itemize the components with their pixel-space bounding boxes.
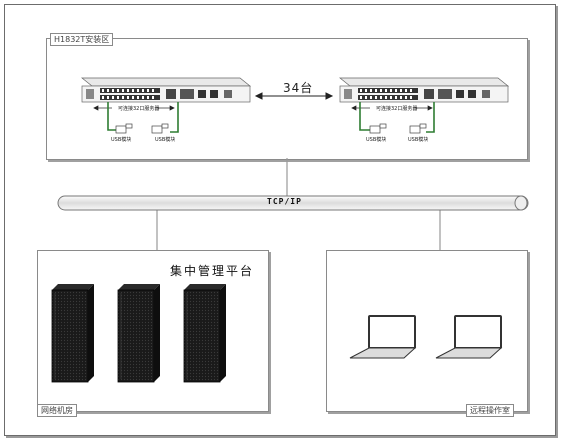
remote-room-label: 远程操作室: [466, 404, 514, 417]
laptop-icon-1: [349, 315, 417, 359]
tcpip-pipe: [57, 195, 529, 211]
kvm-switch-icon-right: [339, 77, 509, 103]
caption-arrows-right: [351, 105, 433, 111]
network-room-label: 网络机房: [37, 404, 77, 417]
server-rack-icon-3: [183, 284, 226, 383]
switch-caption-right: 可连接32口服务器: [376, 106, 418, 112]
platform-title: 集中管理平台: [170, 264, 255, 278]
usb-label-1: USB模块: [111, 137, 132, 143]
green-cables-left: [107, 102, 179, 133]
port-row: [100, 88, 160, 100]
tcpip-label: TCP/IP: [267, 197, 302, 206]
green-cables-right: [359, 102, 435, 133]
usb-label-3: USB模块: [366, 137, 387, 143]
kvm-switch-icon-left: [81, 77, 251, 103]
usb-label-2: USB模块: [155, 137, 176, 143]
usb-module-icon: [115, 123, 427, 134]
network-links: [156, 158, 441, 250]
server-rack-icon-2: [117, 284, 160, 383]
switch-caption-left: 可连接32口服务器: [118, 106, 160, 112]
caption-arrows-left: [93, 105, 175, 111]
install-zone-label: H1832T安装区: [50, 33, 114, 46]
remote-room: [326, 250, 528, 412]
switch-count-label: 34台: [283, 81, 314, 95]
laptop-icon-2: [435, 315, 503, 359]
usb-label-4: USB模块: [408, 137, 429, 143]
double-arrow-icon: [254, 92, 334, 100]
server-rack-icon-1: [51, 284, 94, 383]
